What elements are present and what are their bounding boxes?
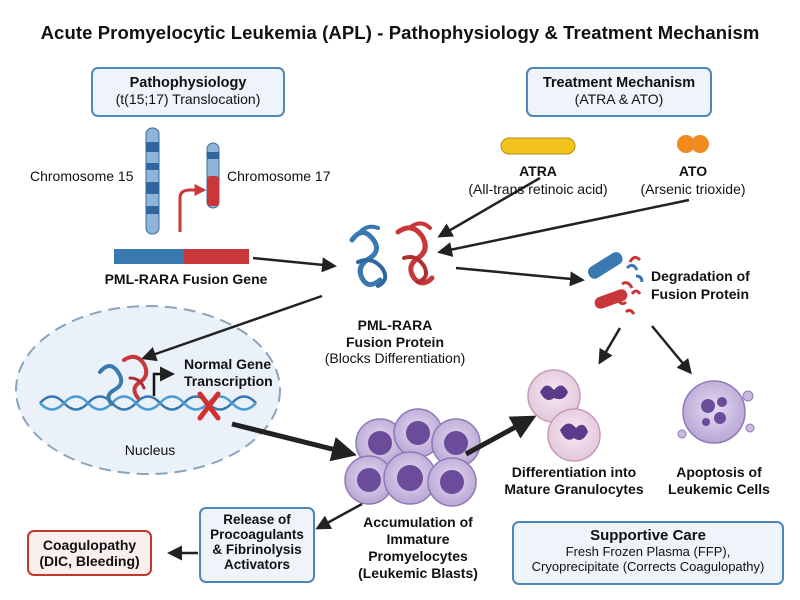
fusion-protein-icon: [349, 221, 435, 288]
page-title: Acute Promyelocytic Leukemia (APL) - Pat…: [40, 22, 760, 43]
nucleus-label: Nucleus: [124, 442, 176, 458]
transcription-label-1: Normal Gene: [184, 356, 272, 372]
treatment-mechanism-box: Treatment Mechanism (ATRA & ATO): [526, 67, 712, 117]
accumulation-label-2: Immature: [386, 531, 450, 547]
release-box: Release of Procoagulants & Fibrinolysis …: [199, 507, 315, 583]
treatment-heading: Treatment Mechanism: [542, 75, 696, 91]
promyelocyte-cluster-icon: [344, 408, 481, 507]
fusion-gene-bar: [114, 249, 249, 264]
accumulation-label-1: Accumulation of: [363, 514, 473, 530]
pathophysiology-heading: Pathophysiology: [129, 75, 247, 91]
transcription-label-2: Transcription: [184, 373, 273, 389]
flow-arrows: [141, 176, 692, 561]
treatment-subtitle: (ATRA & ATO): [574, 91, 664, 107]
pathophysiology-box: Pathophysiology (t(15;17) Translocation): [91, 67, 285, 117]
transcription-arrow: [152, 366, 175, 396]
translocation-arrow: [178, 184, 207, 232]
degradation-label-1: Degradation of: [651, 268, 750, 284]
release-label-2: Procoagulants: [210, 527, 304, 542]
dna-helix-icon: [39, 395, 257, 411]
coagulopathy-label-2: (DIC, Bleeding): [39, 553, 140, 569]
differentiation-label-2: Mature Granulocytes: [504, 481, 644, 497]
release-label-1: Release of: [223, 512, 291, 527]
pathophysiology-subtitle: (t(15;17) Translocation): [115, 91, 261, 107]
ato-full-label: (Arsenic trioxide): [640, 181, 746, 197]
apoptosis-label-1: Apoptosis of: [676, 464, 762, 480]
mature-granulocytes-icon: [527, 369, 601, 462]
apoptotic-cell-icon: [677, 380, 755, 444]
accumulation-label-4: (Leukemic Blasts): [358, 565, 478, 581]
fusion-protein-label-1: PML-RARA: [357, 317, 433, 333]
atra-full-label: (All-trans retinoic acid): [468, 181, 608, 197]
chromosome-17-icon: [206, 142, 220, 209]
release-label-4: Activators: [223, 557, 291, 572]
chromosome-15-label: Chromosome 15: [30, 168, 134, 184]
nucleus-outline: [15, 305, 281, 475]
ato-label: ATO: [678, 163, 708, 179]
fusion-protein-label-3: (Blocks Differentiation): [324, 350, 466, 366]
coagulopathy-box: Coagulopathy (DIC, Bleeding): [27, 530, 152, 576]
fusion-protein-label-2: Fusion Protein: [346, 334, 444, 350]
supportive-care-line-2: Cryoprecipitate (Corrects Coagulopathy): [531, 559, 765, 574]
coagulopathy-label-1: Coagulopathy: [42, 537, 137, 553]
differentiation-label-1: Differentiation into: [511, 464, 637, 480]
chromosome-17-label: Chromosome 17: [227, 168, 331, 184]
supportive-care-line-1: Fresh Frozen Plasma (FFP),: [565, 544, 731, 559]
chromosome-15-icon: [145, 127, 160, 235]
degradation-fragments-icon: [587, 252, 644, 315]
atra-label: ATRA: [519, 163, 557, 179]
bound-protein-icon: [98, 354, 149, 406]
fusion-gene-label: PML-RARA Fusion Gene: [104, 271, 268, 287]
supportive-care-box: Supportive Care Fresh Frozen Plasma (FFP…: [512, 521, 784, 585]
degradation-label-2: Fusion Protein: [651, 286, 749, 302]
atra-capsule-icon: [500, 137, 576, 155]
accumulation-label-3: Promyelocytes: [368, 548, 468, 564]
release-label-3: & Fibrinolysis: [212, 542, 302, 557]
blocked-x-icon: [197, 391, 221, 421]
apoptosis-label-2: Leukemic Cells: [668, 481, 770, 497]
supportive-care-heading: Supportive Care: [590, 527, 706, 544]
ato-icon: [677, 135, 709, 153]
